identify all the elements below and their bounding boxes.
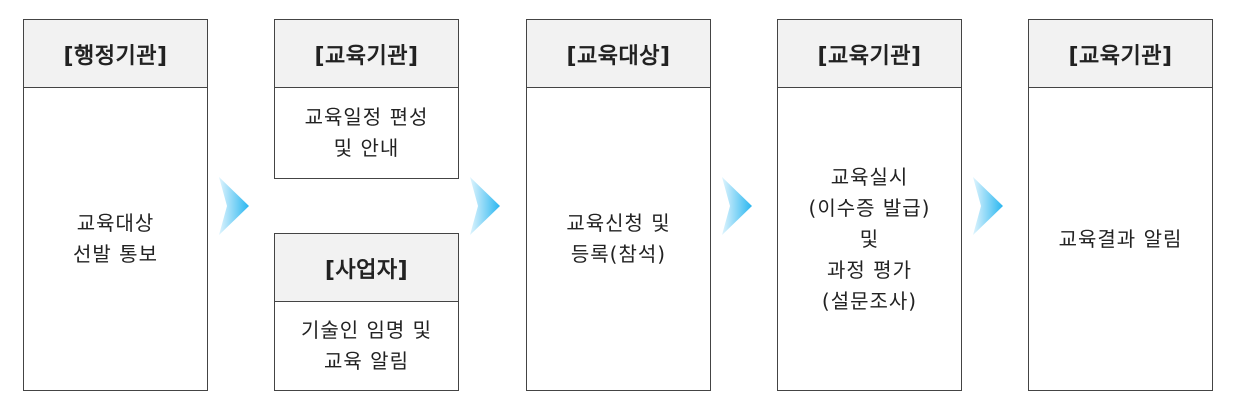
arrow-right-icon bbox=[973, 177, 1003, 235]
arrow-right-icon bbox=[219, 177, 249, 235]
step-header: [교육기관] bbox=[1029, 20, 1212, 88]
step-header: [사업자] bbox=[275, 234, 458, 302]
step-header: [교육대상] bbox=[527, 20, 710, 88]
step-box-education-institution-training: [교육기관] 교육실시 (이수증 발급) 및 과정 평가 (설문조사) bbox=[777, 19, 962, 391]
step-header: [교육기관] bbox=[275, 20, 458, 88]
step-body: 교육실시 (이수증 발급) 및 과정 평가 (설문조사) bbox=[808, 164, 931, 313]
step-box-trainee: [교육대상] 교육신청 및 등록(참석) bbox=[526, 19, 711, 391]
step-header: [교육기관] bbox=[778, 20, 961, 88]
arrow-right-icon bbox=[470, 177, 500, 235]
step-body: 교육대상 선발 통보 bbox=[73, 211, 158, 266]
step-box-education-institution-results: [교육기관] 교육결과 알림 bbox=[1028, 19, 1213, 391]
step-box-education-institution-schedule: [교육기관] 교육일정 편성 및 안내 bbox=[274, 19, 459, 179]
step-body: 교육결과 알림 bbox=[1058, 226, 1183, 251]
step-body: 교육일정 편성 및 안내 bbox=[304, 105, 429, 160]
step-header: [행정기관] bbox=[24, 20, 207, 88]
step-body: 기술인 임명 및 교육 알림 bbox=[300, 318, 433, 373]
arrow-right-icon bbox=[722, 177, 752, 235]
step-box-admin-agency: [행정기관] 교육대상 선발 통보 bbox=[23, 19, 208, 391]
step-box-business-operator: [사업자] 기술인 임명 및 교육 알림 bbox=[274, 233, 459, 391]
step-body: 교육신청 및 등록(참석) bbox=[566, 211, 671, 266]
